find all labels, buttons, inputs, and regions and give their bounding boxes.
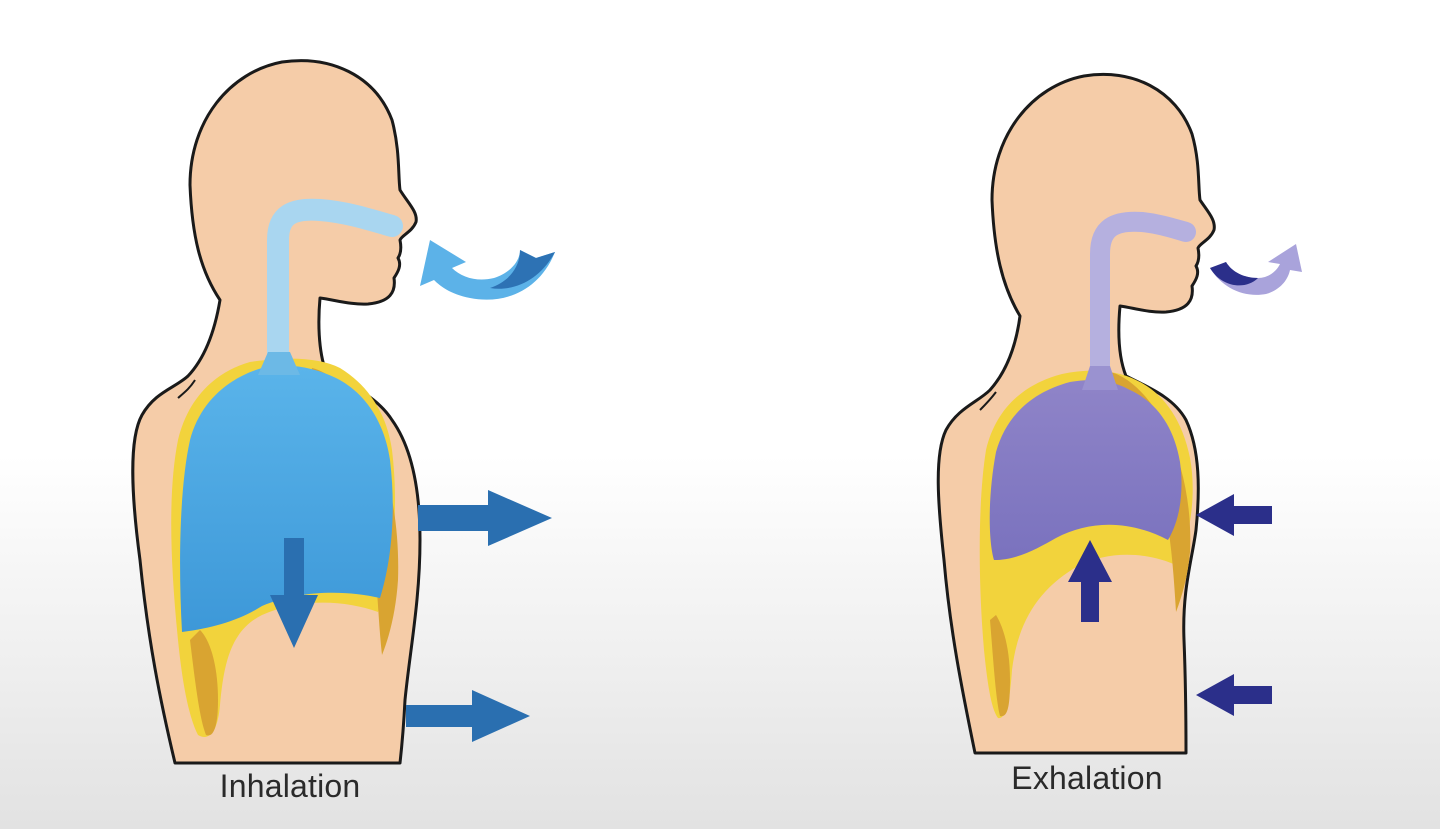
inhalation-lung — [180, 365, 393, 632]
exhalation-lower-rib — [990, 615, 1010, 717]
exhalation-label: Exhalation — [1011, 760, 1163, 796]
inhalation-airway — [267, 198, 403, 371]
inhalation-diaphragm-arrow — [270, 538, 318, 648]
exhalation-diaphragm-arrow — [1068, 540, 1112, 622]
inhalation-lower-rib — [190, 630, 218, 736]
inhalation-chest-arrow-lower — [406, 690, 530, 742]
inhalation-label: Inhalation — [219, 768, 361, 804]
inhalation-shoulder-line — [177, 379, 196, 399]
inhalation-chest-arrow-upper — [418, 490, 552, 546]
exhalation-airway — [1090, 211, 1196, 384]
exhalation-shoulder-line — [979, 391, 997, 411]
inhalation-airway-join — [258, 352, 300, 375]
exhalation-lung — [989, 380, 1182, 560]
inhalation-air-in-arrow-shade — [490, 250, 555, 289]
inhalation-figure — [131, 59, 555, 765]
exhalation-chest-arrow-upper — [1196, 494, 1272, 536]
exhalation-air-out-arrow-shade — [1210, 262, 1258, 286]
exhalation-figure — [936, 72, 1302, 755]
exhalation-chest-arrow-lower — [1196, 674, 1272, 716]
exhalation-airway-join — [1082, 366, 1118, 390]
